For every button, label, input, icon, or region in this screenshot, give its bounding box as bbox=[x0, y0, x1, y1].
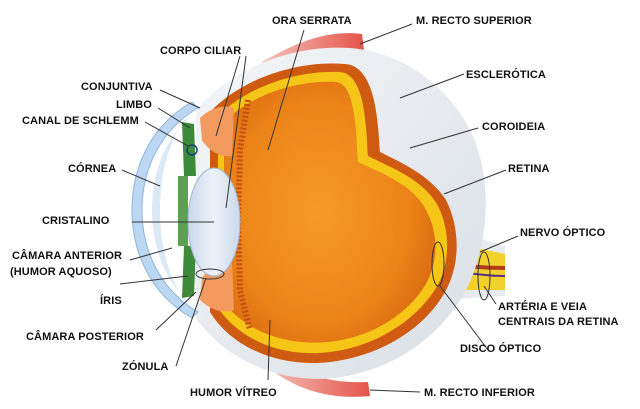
label-humor-aquoso: (HUMOR AQUOSO) bbox=[10, 265, 112, 279]
label-limbo: LIMBO bbox=[116, 98, 152, 112]
label-ora-serrata: ORA SERRATA bbox=[272, 14, 352, 28]
iris-upper bbox=[182, 122, 196, 176]
label-coroideia: COROIDEIA bbox=[482, 120, 545, 134]
label-iris: ÍRIS bbox=[100, 294, 122, 308]
label-cornea: CÓRNEA bbox=[68, 162, 116, 176]
label-canal-schlemm: CANAL DE SCHLEMM bbox=[22, 114, 139, 128]
label-arteria-veia: ARTÉRIA E VEIA bbox=[498, 300, 587, 314]
label-disco-optico: DISCO ÓPTICO bbox=[460, 342, 541, 356]
iris-middle bbox=[178, 176, 188, 246]
label-corpo-ciliar: CORPO CILIAR bbox=[160, 44, 241, 58]
label-cristalino: CRISTALINO bbox=[42, 214, 109, 228]
label-nervo-optico: NERVO ÓPTICO bbox=[520, 226, 605, 240]
label-esclerotica: ESCLERÓTICA bbox=[466, 68, 546, 82]
label-humor-vitreo: HUMOR VÍTREO bbox=[190, 386, 277, 400]
label-zonula: ZÓNULA bbox=[122, 360, 168, 374]
label-camara-anterior: CÂMARA ANTERIOR bbox=[12, 249, 122, 263]
label-centrais-retina: CENTRAIS DA RETINA bbox=[498, 315, 619, 329]
label-camara-posterior: CÂMARA POSTERIOR bbox=[26, 330, 144, 344]
label-recto-superior: M. RECTO SUPERIOR bbox=[416, 14, 532, 28]
label-conjuntiva: CONJUNTIVA bbox=[81, 80, 153, 94]
label-recto-inferior: M. RECTO INFERIOR bbox=[424, 386, 535, 400]
label-retina: RETINA bbox=[508, 162, 550, 176]
